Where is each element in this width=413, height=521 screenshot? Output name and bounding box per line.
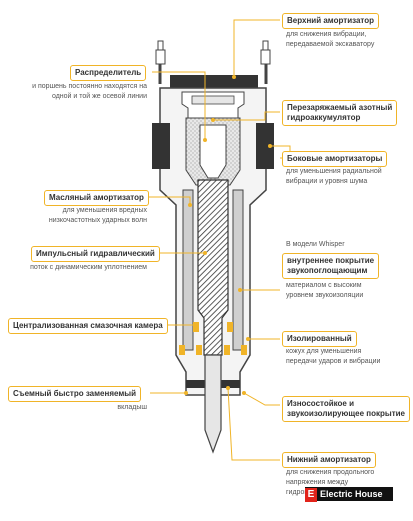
label-top-shock: Верхний амортизатор (282, 13, 380, 29)
label-oil-shock: Масляный амортизатор (44, 190, 149, 206)
desc-distributor-1: и поршень постоянно находятся на (32, 83, 147, 90)
label-bottom-shock: Нижний амортизатор (282, 452, 376, 468)
seal-right-1 (227, 322, 233, 332)
side-shock-right (256, 123, 274, 169)
chisel-tool (204, 354, 222, 454)
desc-oil-shock-1: для уменьшения вредных (62, 207, 147, 214)
piston (197, 179, 229, 356)
label-whisper: внутреннее покрытие звукопоглощающим (282, 253, 380, 279)
label-isolated: Изолированный (282, 331, 357, 347)
label-impulse: Импульсный гидравлический (31, 246, 160, 262)
label-side-shock: Боковые амортизаторы (282, 151, 388, 167)
label-bushing: Съемный быстро заменяемый (8, 386, 142, 402)
desc-distributor-2: одной и той же осевой линии (51, 93, 147, 100)
desc-top-shock-1: для снижения вибрации, (286, 31, 367, 38)
label-wear-line2: звукоизолирующее покрытие (287, 409, 405, 418)
desc-side-shock-1: для уменьшения радиальной (286, 168, 382, 175)
desc-bushing-1: вкладыш (117, 404, 147, 411)
desc-isolated-2: передачи ударов и вибрации (286, 358, 381, 365)
cylinder-wall-right (232, 189, 244, 351)
side-shock-left (152, 123, 170, 169)
label-wear-line1: Износостойкое и (287, 399, 355, 408)
label-nitrogen: Перезаряжаемый азотный гидроаккумулятор (282, 100, 398, 126)
seal-left-3 (196, 345, 202, 355)
label-nitrogen-line1: Перезаряжаемый азотный (287, 103, 393, 112)
label-distributor: Распределитель (70, 65, 147, 81)
label-lube-chamber: Централизованная смазочная камера (8, 318, 168, 334)
desc-side-shock-2: вибрации и уровня шума (286, 178, 368, 185)
seal-right-2 (241, 345, 247, 355)
label-wear-coating: Износостойкое и звукоизолирующее покрыти… (282, 396, 410, 422)
seal-left-2 (179, 345, 185, 355)
desc-bottom-shock-1: для снижения продольного (286, 469, 375, 476)
top-bolt-left (155, 40, 166, 84)
brand-logo-icon: E (305, 488, 317, 502)
top-shock-absorber (170, 75, 258, 88)
desc-isolated-1: кожух для уменьшения (286, 348, 362, 355)
brand-name: Electric House (320, 489, 383, 499)
whisper-intro: В модели Whisper (286, 241, 345, 248)
top-bolt-right (260, 40, 271, 84)
leader-dots (184, 75, 272, 395)
desc-impulse-1: поток с динамическим уплотнением (30, 264, 147, 271)
label-whisper-line1: внутреннее покрытие (287, 256, 375, 265)
seal-left-1 (193, 322, 199, 332)
desc-whisper-2: уровнем звукоизоляции (286, 292, 364, 299)
label-nitrogen-line2: гидроаккумулятор (287, 113, 361, 122)
desc-oil-shock-2: низкочастотных ударных волн (48, 217, 147, 224)
seal-right-3 (224, 345, 230, 355)
desc-top-shock-2: передаваемой экскаватору (286, 41, 375, 48)
cylinder-wall-left (182, 189, 194, 351)
desc-bottom-shock-2: напряжения между (286, 479, 349, 486)
label-whisper-line2: звукопоглощающим (287, 266, 368, 275)
desc-whisper-1: материалом с высоким (286, 282, 362, 289)
